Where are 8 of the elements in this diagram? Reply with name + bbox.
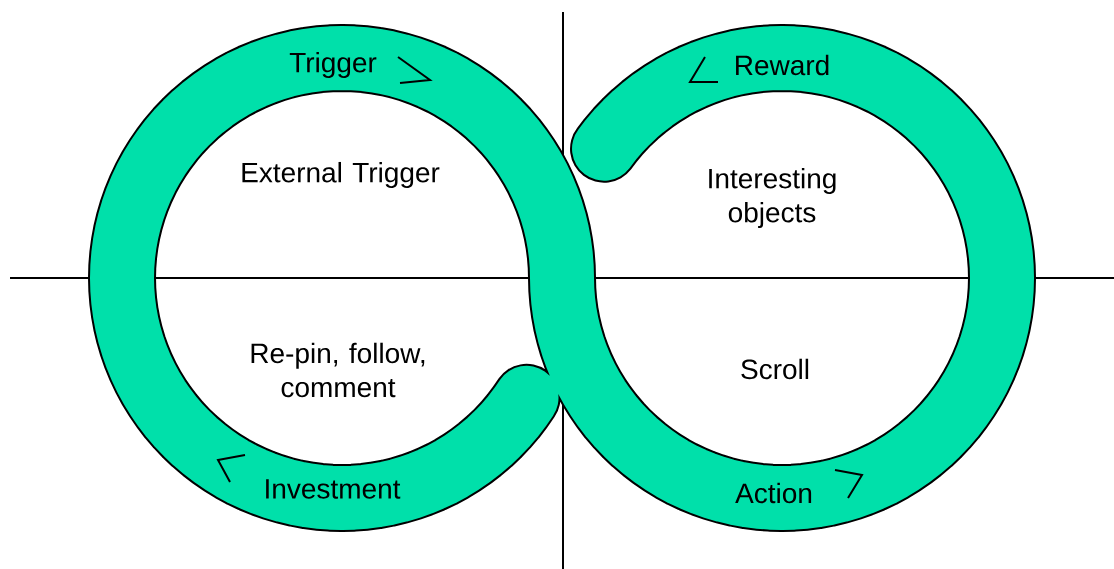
- stage-label: Action: [735, 482, 812, 504]
- description-text: External Trigger: [242, 161, 440, 189]
- description-text: Interesting objects: [709, 167, 836, 229]
- stage-label: Reward: [736, 54, 829, 76]
- stage-label: Investment: [266, 479, 401, 499]
- stage-label: Trigger: [289, 51, 377, 79]
- description-text: Re-pin, follow, comment: [251, 342, 425, 398]
- description-text: Scroll: [741, 358, 809, 380]
